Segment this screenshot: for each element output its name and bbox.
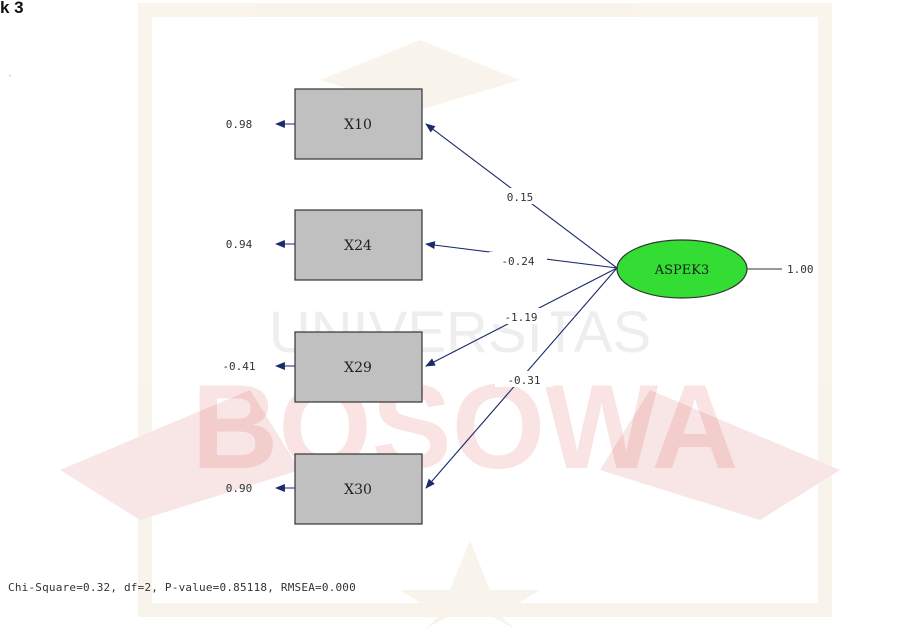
indicator-label-x24: X24 — [344, 238, 372, 254]
stray-mark: ` — [8, 74, 13, 85]
loading-label-x29: -1.19 — [504, 311, 537, 324]
error-value-x24: 0.94 — [226, 238, 253, 251]
error-value-x29: -0.41 — [222, 360, 255, 373]
indicator-label-x30: X30 — [344, 482, 372, 498]
loading-label-x24: -0.24 — [501, 255, 534, 268]
error-value-x10: 0.98 — [226, 118, 253, 131]
error-value-x30: 0.90 — [226, 482, 253, 495]
indicator-label-x10: X10 — [344, 117, 372, 133]
loading-label-x30: -0.31 — [507, 374, 540, 387]
latent-label: ASPEK3 — [654, 263, 710, 278]
fit-statistics: Chi-Square=0.32, df=2, P-value=0.85118, … — [8, 581, 356, 594]
indicator-label-x29: X29 — [344, 360, 372, 376]
latent-variance-value: 1.00 — [787, 263, 814, 276]
loading-label-x10: 0.15 — [507, 191, 534, 204]
